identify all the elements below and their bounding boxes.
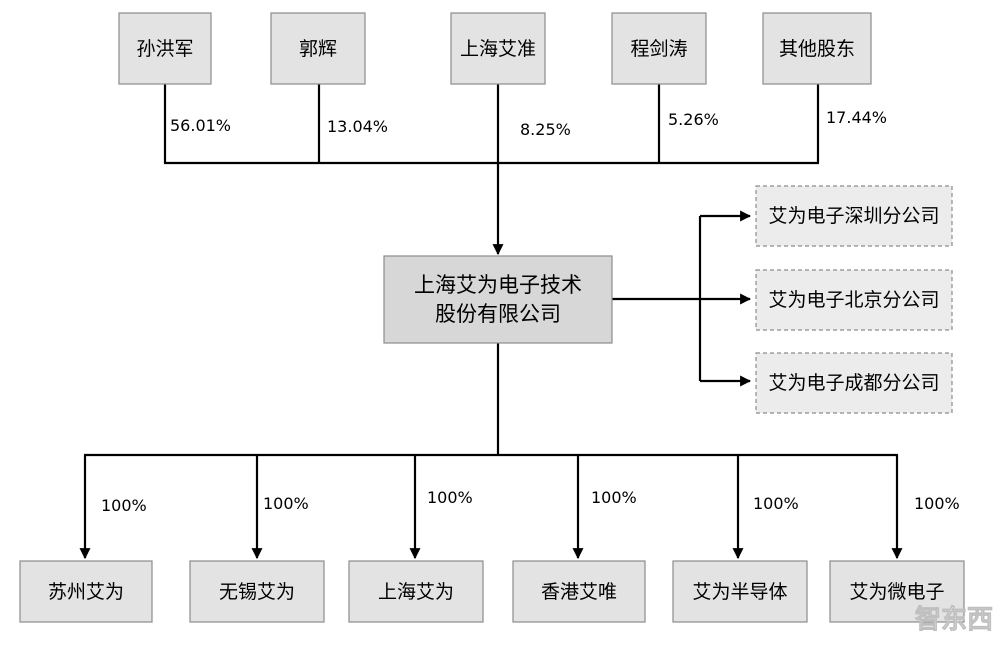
- shareholder-郭辉: 郭辉: [270, 12, 366, 85]
- branch-chengdu: 艾为电子成都分公司: [755, 352, 953, 414]
- shareholder-name: 郭辉: [299, 38, 337, 60]
- subsidiary-艾为半导体: 艾为半导体: [672, 560, 808, 623]
- shareholder-name: 其他股东: [779, 38, 855, 60]
- branch-name: 艾为电子深圳分公司: [768, 205, 939, 227]
- subsidiary-pct: 100%: [101, 496, 147, 515]
- subsidiary-name: 艾为微电子: [849, 581, 944, 603]
- subsidiary-上海艾为: 上海艾为: [348, 560, 484, 623]
- shareholder-其他股东: 其他股东: [762, 12, 872, 85]
- shareholder-程剑涛: 程剑涛: [611, 12, 707, 85]
- subsidiary-name: 香港艾唯: [541, 581, 617, 603]
- shareholder-pct: 5.26%: [668, 110, 719, 129]
- shareholder-name: 孙洪军: [136, 38, 193, 60]
- subsidiary-pct: 100%: [591, 488, 637, 507]
- branch-beijing: 艾为电子北京分公司: [755, 269, 953, 331]
- subsidiary-苏州艾为: 苏州艾为: [19, 560, 153, 623]
- subsidiary-香港艾唯: 香港艾唯: [512, 560, 646, 623]
- branch-name: 艾为电子北京分公司: [768, 289, 939, 311]
- shareholder-孙洪军: 孙洪军: [118, 12, 212, 85]
- shareholder-name: 程剑涛: [630, 38, 687, 60]
- shareholder-上海艾准: 上海艾准: [450, 12, 546, 85]
- shareholder-pct: 8.25%: [520, 120, 571, 139]
- shareholder-pct: 17.44%: [826, 108, 887, 127]
- shareholder-pct: 13.04%: [327, 117, 388, 136]
- branch-shenzhen: 艾为电子深圳分公司: [755, 185, 953, 247]
- subsidiary-name: 苏州艾为: [48, 581, 124, 603]
- shareholder-connectors: [163, 84, 820, 256]
- branch-connectors: [612, 210, 752, 387]
- shareholder-pct: 56.01%: [170, 116, 231, 135]
- subsidiary-pct: 100%: [263, 494, 309, 513]
- subsidiary-connectors: [79, 343, 903, 560]
- subsidiary-name: 艾为半导体: [692, 581, 787, 603]
- company-name-line2: 股份有限公司: [435, 302, 561, 326]
- subsidiary-pct: 100%: [914, 494, 960, 513]
- watermark-logo: 智东西: [915, 604, 993, 635]
- shareholder-name: 上海艾准: [460, 38, 536, 60]
- company-box: 上海艾为电子技术 股份有限公司: [383, 255, 613, 344]
- subsidiary-name: 上海艾为: [378, 581, 454, 603]
- company-name-line1: 上海艾为电子技术: [414, 273, 582, 297]
- subsidiary-艾为微电子: 艾为微电子: [829, 560, 965, 623]
- subsidiary-无锡艾为: 无锡艾为: [189, 560, 325, 623]
- subsidiary-pct: 100%: [427, 488, 473, 507]
- branch-name: 艾为电子成都分公司: [768, 372, 939, 394]
- subsidiary-name: 无锡艾为: [219, 581, 295, 603]
- subsidiary-pct: 100%: [753, 494, 799, 513]
